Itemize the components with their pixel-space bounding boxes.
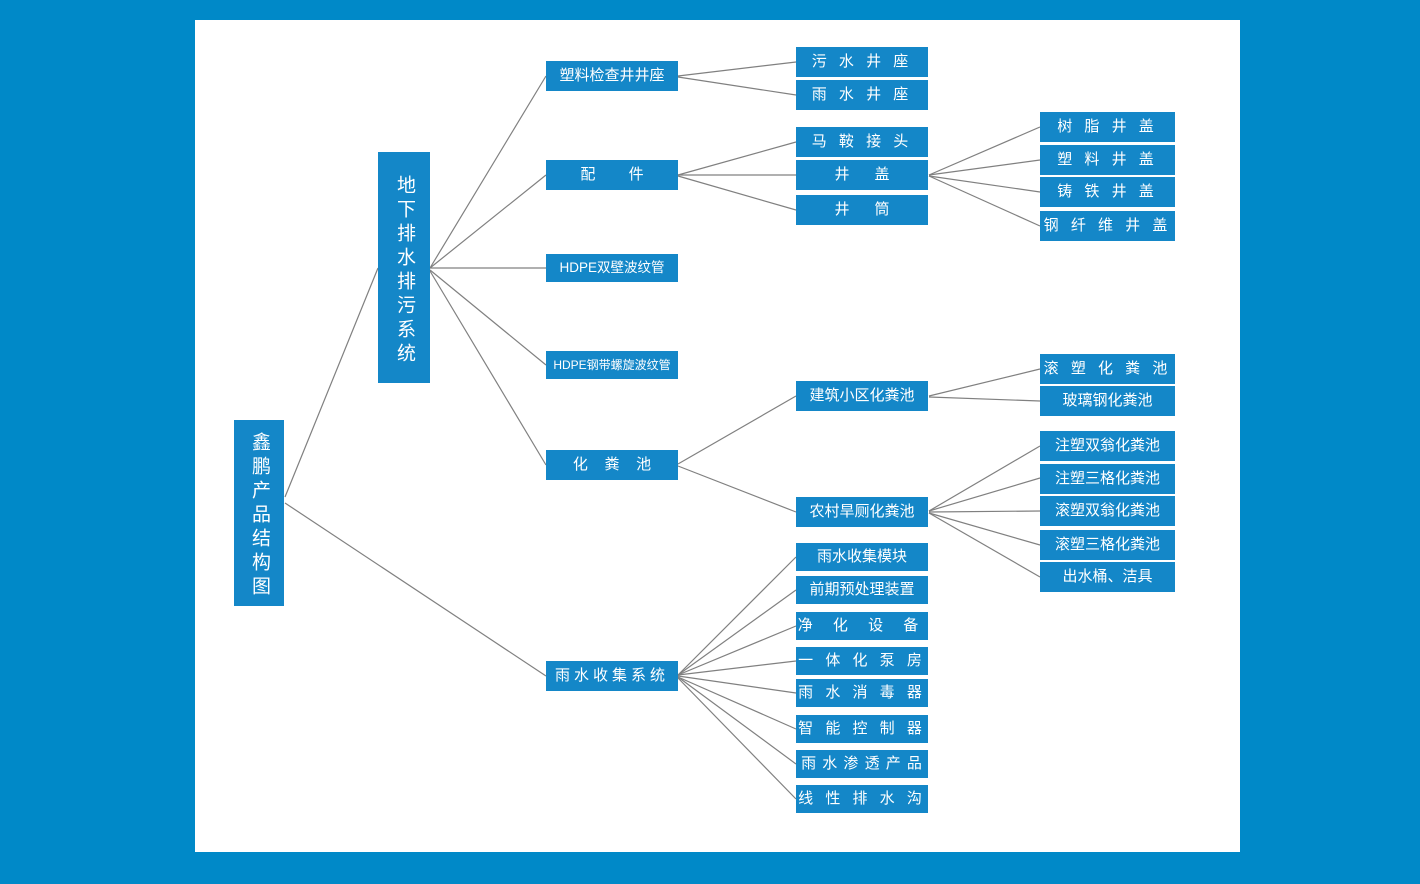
node-purification-equipment[interactable]: 净 化 设 备 xyxy=(796,612,928,640)
node-integrated-pump-house[interactable]: 一 体 化 泵 房 xyxy=(796,647,928,675)
node-root[interactable]: 鑫鹏产品结构图 xyxy=(234,420,284,606)
node-building-community-septic-tank[interactable]: 建筑小区化粪池 xyxy=(796,381,928,411)
node-frp-septic-tank[interactable]: 玻璃钢化粪池 xyxy=(1040,386,1175,416)
node-hdpe-double-wall-pipe[interactable]: HDPE双壁波纹管 xyxy=(546,254,678,282)
node-hdpe-steel-spiral-pipe[interactable]: HDPE钢带螺旋波纹管 xyxy=(546,351,678,379)
node-rainwater-disinfector[interactable]: 雨 水 消 毒 器 xyxy=(796,679,928,707)
node-inspection-well-base[interactable]: 塑料检查井井座 xyxy=(546,61,678,91)
node-underground-system[interactable]: 地下排水排污系统 xyxy=(378,152,430,383)
node-cast-iron-manhole-cover[interactable]: 铸 铁 井 盖 xyxy=(1040,177,1175,207)
node-rotational-double-jar-septic-tank[interactable]: 滚塑双翁化粪池 xyxy=(1040,496,1175,526)
node-saddle-joint[interactable]: 马 鞍 接 头 xyxy=(796,127,928,157)
node-manhole-cover[interactable]: 井 盖 xyxy=(796,160,928,190)
node-rainwater-system[interactable]: 雨水收集系统 xyxy=(546,661,678,691)
node-smart-controller[interactable]: 智 能 控 制 器 xyxy=(796,715,928,743)
node-fittings[interactable]: 配 件 xyxy=(546,160,678,190)
node-rainwater-collection-module[interactable]: 雨水收集模块 xyxy=(796,543,928,571)
node-rural-toilet-septic-tank[interactable]: 农村旱厕化粪池 xyxy=(796,497,928,527)
node-plastic-manhole-cover[interactable]: 塑 料 井 盖 xyxy=(1040,145,1175,175)
node-well-shaft[interactable]: 井 筒 xyxy=(796,195,928,225)
node-injection-double-jar-septic-tank[interactable]: 注塑双翁化粪池 xyxy=(1040,431,1175,461)
node-rotational-three-chamber-septic-tank[interactable]: 滚塑三格化粪池 xyxy=(1040,530,1175,560)
node-pre-treatment-device[interactable]: 前期预处理装置 xyxy=(796,576,928,604)
node-sewage-well-base[interactable]: 污 水 井 座 xyxy=(796,47,928,77)
node-linear-drainage-channel[interactable]: 线 性 排 水 沟 xyxy=(796,785,928,813)
node-rain-well-base[interactable]: 雨 水 井 座 xyxy=(796,80,928,110)
node-rotational-molded-septic-tank[interactable]: 滚 塑 化 粪 池 xyxy=(1040,354,1175,384)
node-resin-manhole-cover[interactable]: 树 脂 井 盖 xyxy=(1040,112,1175,142)
node-rainwater-permeable-products[interactable]: 雨 水 渗 透 产 品 xyxy=(796,750,928,778)
node-outlet-bucket-sanitary-ware[interactable]: 出水桶、洁具 xyxy=(1040,562,1175,592)
node-steel-fiber-manhole-cover[interactable]: 钢 纤 维 井 盖 xyxy=(1040,211,1175,241)
node-injection-three-chamber-septic-tank[interactable]: 注塑三格化粪池 xyxy=(1040,464,1175,494)
node-septic-tank[interactable]: 化 粪 池 xyxy=(546,450,678,480)
